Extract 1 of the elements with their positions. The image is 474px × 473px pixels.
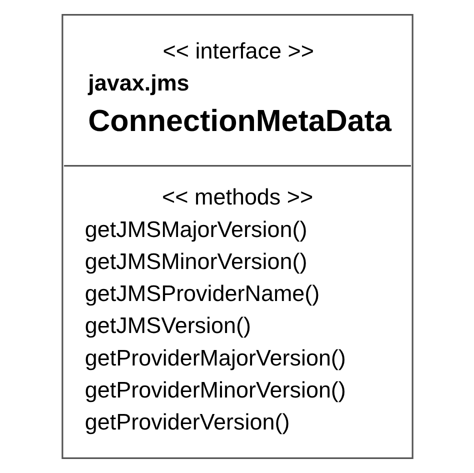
node-box: << interface >> javax.jms ConnectionMetaData << methods >> getJMSMajorVersion() getJMSMinorVersion() getJMSProviderName() getJMSVersion() getProviderMajorVersion() getProviderMinorVersion() getProviderVersion() xyxy=(61,14,413,459)
